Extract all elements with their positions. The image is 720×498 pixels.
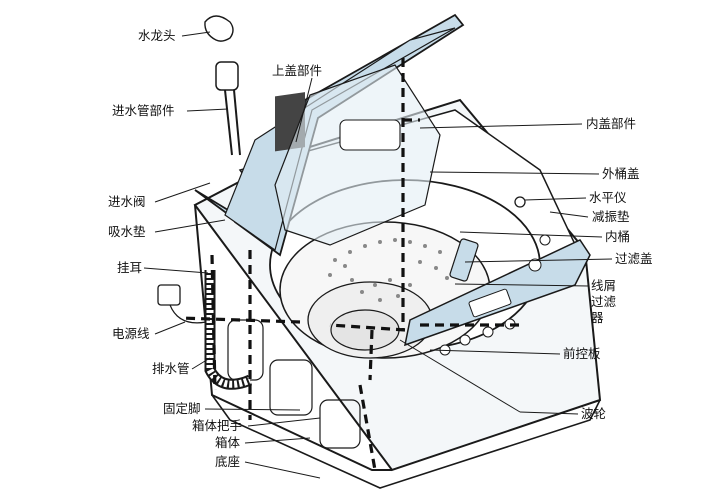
label-cabinet-handle: 箱体把手 bbox=[192, 418, 243, 433]
label-front-panel: 前控板 bbox=[563, 346, 601, 361]
inlet-hose-line bbox=[233, 89, 241, 156]
label-faucet: 水龙头 bbox=[138, 28, 176, 43]
label-inner-lid: 内盖部件 bbox=[586, 116, 637, 131]
guide-dashes-lower bbox=[358, 323, 525, 471]
faucet-part bbox=[204, 15, 234, 42]
guide-dashes bbox=[179, 58, 420, 420]
panel-buttons bbox=[439, 234, 551, 356]
label-pulsator: 波轮 bbox=[581, 406, 607, 421]
label-level: 水平仪 bbox=[589, 190, 627, 205]
label-base: 底座 bbox=[215, 454, 241, 469]
label-filter-cover: 过滤盖 bbox=[615, 251, 653, 266]
label-fixed-foot: 固定脚 bbox=[163, 401, 201, 416]
cabinet-left-side bbox=[194, 204, 392, 471]
label-inlet-hose: 进水管部件 bbox=[112, 103, 175, 118]
leader-lines bbox=[143, 31, 613, 479]
inner-lid bbox=[274, 64, 441, 246]
water-level-indicator bbox=[514, 196, 526, 208]
inlet-hose-line bbox=[224, 89, 233, 156]
side-cutout bbox=[269, 359, 313, 416]
label-inner-tub: 内桶 bbox=[605, 229, 631, 244]
label-inlet-valve: 进水阀 bbox=[108, 194, 146, 209]
inlet-connector bbox=[215, 61, 239, 91]
base-edge bbox=[211, 394, 601, 489]
label-hanger: 挂耳 bbox=[117, 260, 143, 275]
inner-lid-handle bbox=[339, 119, 401, 151]
lint-filter-part bbox=[449, 238, 479, 282]
label-suction-pad: 吸水垫 bbox=[108, 224, 146, 239]
label-damper: 减振垫 bbox=[592, 209, 630, 224]
label-cabinet: 箱体 bbox=[215, 435, 241, 450]
label-outer-tub-cover: 外桶盖 bbox=[602, 166, 640, 181]
label-lint-filter: 线屑过滤器 bbox=[591, 278, 617, 325]
label-power-cord: 电源线 bbox=[112, 326, 150, 341]
tub-holes bbox=[328, 238, 449, 302]
side-cutout bbox=[319, 399, 361, 449]
label-drain-hose: 排水管 bbox=[152, 361, 190, 376]
drain-hose-inner bbox=[206, 270, 252, 388]
plug-part bbox=[157, 284, 181, 306]
label-top-cover: 上盖部件 bbox=[272, 63, 323, 78]
side-cutout bbox=[227, 319, 264, 381]
